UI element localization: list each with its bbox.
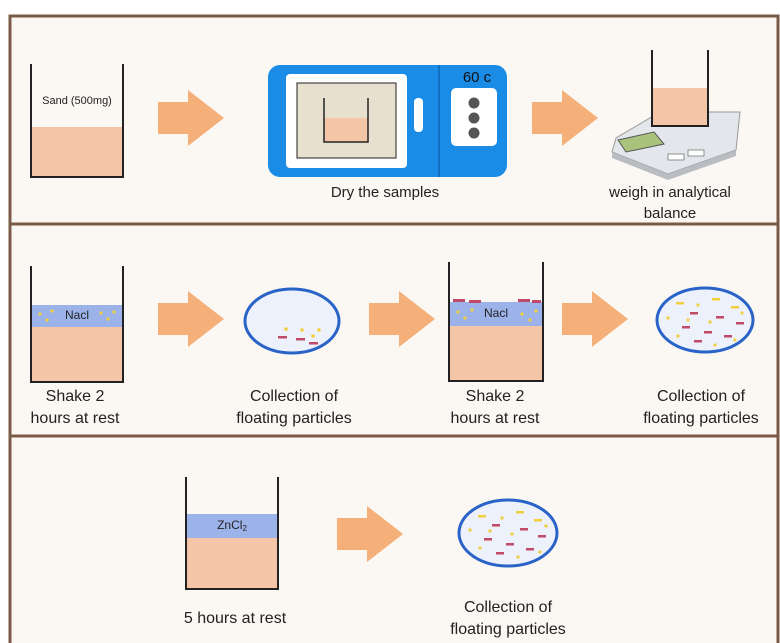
collect-caption-2-line-1: Collection of <box>656 388 746 405</box>
petri-dish-icon <box>243 287 341 355</box>
beaker-icon <box>448 262 544 382</box>
arrow-right-icon <box>337 506 403 562</box>
arrow-right-icon <box>562 291 628 347</box>
dry-samples-caption: Dry the samples <box>330 184 440 201</box>
shake-caption-2-line-2: hours at rest <box>450 410 540 427</box>
beaker-icon <box>30 64 124 178</box>
shake-caption-1-line-2: hours at rest <box>30 410 120 427</box>
shake-caption-1-line-1: Shake 2 <box>45 388 105 405</box>
zncl2-label-main: ZnCl <box>217 518 243 532</box>
arrow-right-icon <box>158 90 224 146</box>
sand-beaker-label: Sand (500mg) <box>42 95 112 107</box>
arrow-right-icon <box>369 291 435 347</box>
collect-caption-1-line-1: Collection of <box>249 388 339 405</box>
collect-caption-1-line-2: floating particles <box>236 410 352 427</box>
beaker-icon <box>30 266 124 383</box>
rest-caption: 5 hours at rest <box>183 610 287 627</box>
oven-temperature-label: 60 c <box>462 69 492 86</box>
arrow-right-icon <box>158 291 224 347</box>
zncl2-label-subscript: 2 <box>242 524 247 533</box>
zncl2-label: ZnCl2 <box>186 518 278 534</box>
arrow-right-icon <box>532 90 598 146</box>
weigh-caption-line-1: weigh in analytical <box>609 184 731 201</box>
collect-caption-3-line-1: Collection of <box>463 599 553 616</box>
collect-caption-3-line-2: floating particles <box>450 621 566 638</box>
weigh-caption-line-2: balance <box>643 205 697 222</box>
beaker-icon <box>185 477 279 590</box>
collect-caption-2-line-2: floating particles <box>643 410 759 427</box>
analytical-balance-icon <box>611 50 741 180</box>
petri-dish-icon <box>457 498 559 568</box>
petri-dish-icon <box>655 286 755 354</box>
oven-icon <box>268 65 507 177</box>
shake-caption-2-line-1: Shake 2 <box>465 388 525 405</box>
nacl-label-1: Nacl <box>64 308 89 322</box>
nacl-label-2: Nacl <box>483 306 508 320</box>
